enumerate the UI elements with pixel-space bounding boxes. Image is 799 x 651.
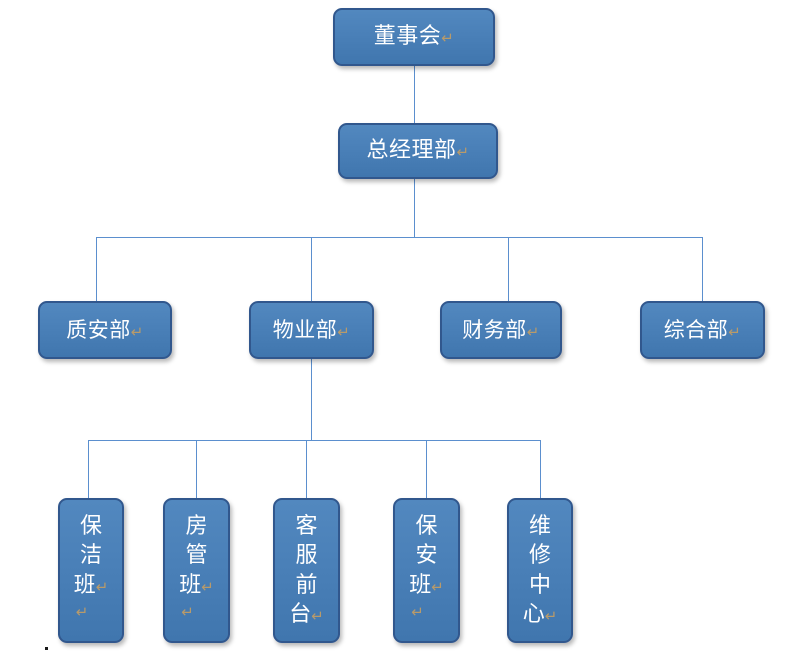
org-node-property-dept-label: 物业部↵ (272, 317, 351, 342)
pilcrow-mark-extra: ↵ (411, 603, 424, 622)
org-node-general-affairs-dept[interactable]: 综合部↵ (640, 301, 765, 359)
pilcrow-mark: ↵ (311, 607, 324, 626)
org-node-board-label: 董事会↵ (373, 24, 455, 50)
org-node-customer-service-front-desk-label: 客 服 前 台↵ (289, 514, 324, 628)
org-node-security-team[interactable]: 保 安 班↵↵ (393, 498, 460, 643)
connector-bus-to-cleaning (88, 440, 89, 498)
pilcrow-mark: ↵ (95, 577, 109, 596)
org-node-general-affairs-dept-label: 综合部↵ (663, 317, 742, 342)
connector-board-to-gm (414, 65, 415, 123)
org-node-quality-safety-dept-label: 质安部↵ (66, 317, 144, 342)
connector-bus-to-housing (196, 440, 197, 498)
connector-bus-to-property (311, 237, 312, 301)
pilcrow-mark: ↵ (526, 322, 540, 341)
org-node-general-manager[interactable]: 总经理部↵ (338, 123, 498, 179)
pilcrow-mark-extra: ↵ (181, 603, 194, 622)
connector-bus-to-security (426, 440, 427, 498)
org-node-property-dept[interactable]: 物业部↵ (249, 301, 374, 359)
connector-bus-to-general (702, 237, 703, 301)
connector-bus-to-quality (96, 237, 97, 301)
org-node-finance-dept-label: 财务部↵ (462, 317, 540, 342)
pilcrow-mark-extra: ↵ (75, 603, 89, 622)
pilcrow-mark: ↵ (456, 143, 470, 162)
connector-gm-stem (414, 178, 415, 237)
pilcrow-mark: ↵ (728, 322, 742, 341)
pilcrow-mark: ↵ (337, 322, 351, 341)
org-node-general-manager-label: 总经理部↵ (366, 138, 470, 164)
pilcrow-mark: ↵ (431, 577, 444, 596)
org-node-maintenance-center[interactable]: 维 修 中 心↵ (507, 498, 573, 643)
org-node-maintenance-center-label: 维 修 中 心↵ (522, 514, 558, 628)
org-node-housing-team-label: 房 管 班↵↵ (179, 514, 214, 622)
connector-level4-bus (88, 440, 541, 441)
pilcrow-mark: ↵ (201, 577, 214, 596)
connector-bus-to-frontdesk (306, 440, 307, 498)
connector-property-stem (311, 359, 312, 440)
org-node-finance-dept[interactable]: 财务部↵ (440, 301, 562, 359)
org-node-board[interactable]: 董事会↵ (333, 8, 495, 66)
org-node-quality-safety-dept[interactable]: 质安部↵ (38, 301, 172, 359)
org-node-housing-team[interactable]: 房 管 班↵↵ (163, 498, 230, 643)
pilcrow-mark: ↵ (130, 322, 144, 341)
connector-bus-to-maintain (540, 440, 541, 498)
connector-level3-bus (96, 237, 703, 238)
scan-speck (45, 647, 48, 650)
org-node-cleaning-team[interactable]: 保 洁 班↵↵ (58, 498, 124, 643)
org-node-security-team-label: 保 安 班↵↵ (409, 514, 444, 622)
pilcrow-mark: ↵ (544, 607, 558, 626)
org-node-customer-service-front-desk[interactable]: 客 服 前 台↵ (273, 498, 340, 643)
connector-bus-to-finance (508, 237, 509, 301)
pilcrow-mark: ↵ (441, 29, 455, 48)
org-node-cleaning-team-label: 保 洁 班↵↵ (73, 514, 109, 622)
